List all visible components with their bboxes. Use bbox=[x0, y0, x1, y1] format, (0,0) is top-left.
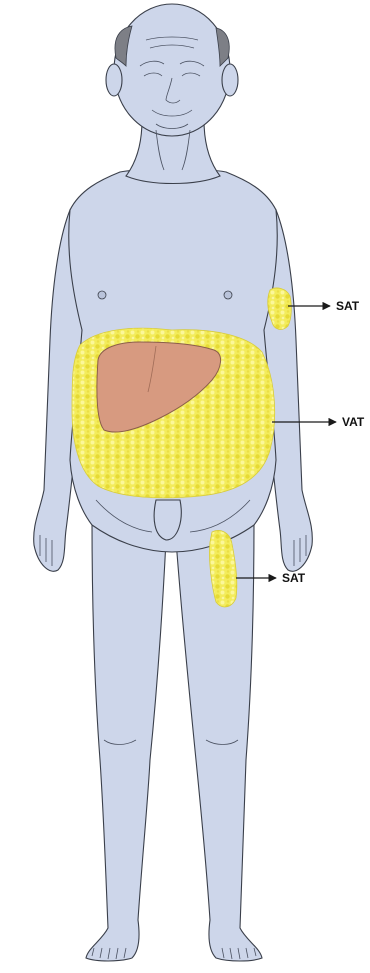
left-leg bbox=[86, 520, 166, 961]
left-ear bbox=[106, 64, 122, 96]
right-ear bbox=[222, 64, 238, 96]
sat-thigh-label: SAT bbox=[282, 571, 306, 585]
right-nipple bbox=[224, 291, 232, 299]
sat-arm-label: SAT bbox=[336, 299, 360, 313]
vat-label: VAT bbox=[342, 415, 365, 429]
left-nipple bbox=[98, 291, 106, 299]
